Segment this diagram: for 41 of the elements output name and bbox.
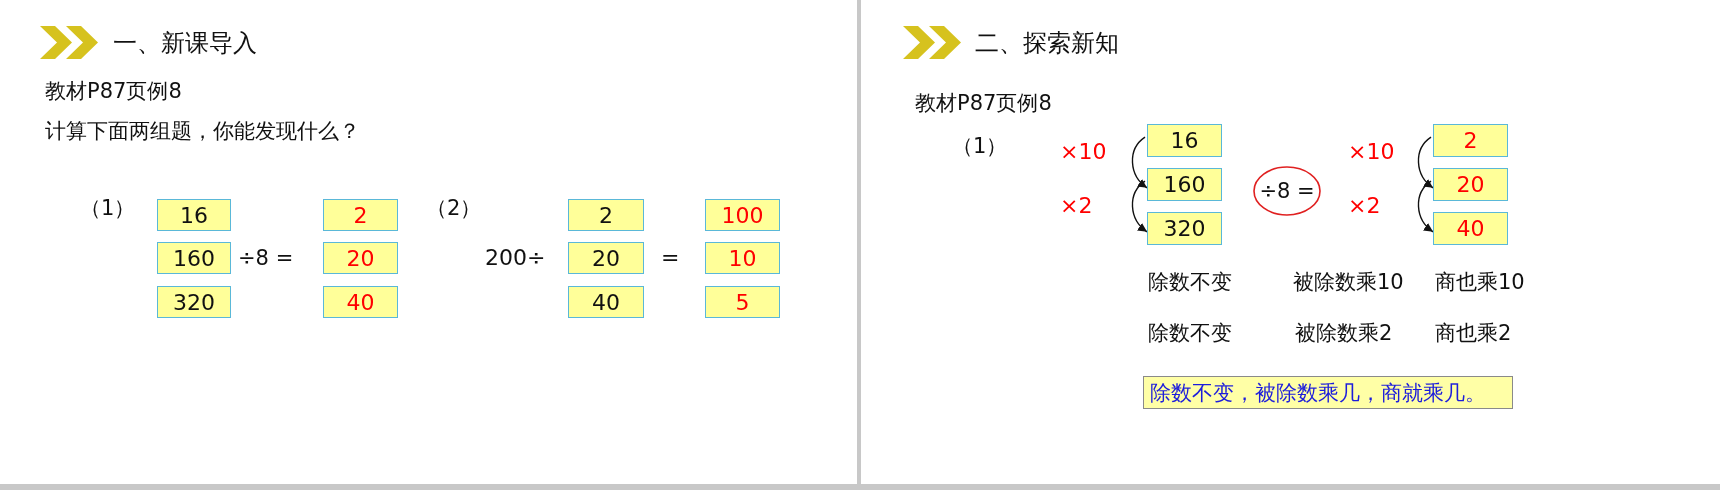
conclusion-box: 除数不变，被除数乘几，商就乘几。 <box>1143 376 1513 409</box>
number-box: 320 <box>1147 212 1222 245</box>
observation-text: 除数不变 <box>1148 268 1232 296</box>
number-box: 320 <box>157 286 231 318</box>
curved-arrow <box>1417 180 1434 233</box>
number-box: 20 <box>1433 168 1508 201</box>
number-box: 5 <box>705 286 780 318</box>
problem-number: （1） <box>80 194 136 222</box>
observation-text: 商也乘10 <box>1435 268 1525 296</box>
section-title: 二、探索新知 <box>975 28 1119 58</box>
question-text: 计算下面两组题，你能发现什么？ <box>45 117 360 145</box>
operator-text: 200÷ <box>485 244 546 272</box>
operator-text: ÷8 = <box>238 244 294 272</box>
observation-text: 被除数乘2 <box>1295 319 1393 347</box>
curved-arrow <box>1131 180 1148 233</box>
curved-arrow <box>1131 136 1148 189</box>
observation-text: 被除数乘10 <box>1293 268 1404 296</box>
number-box: 10 <box>705 242 780 274</box>
observation-text: 商也乘2 <box>1435 319 1512 347</box>
number-box: 20 <box>323 242 398 274</box>
divisor-oval: ÷8 = <box>1253 166 1321 216</box>
operator-text: = <box>661 244 680 272</box>
curved-arrow <box>1417 136 1434 189</box>
number-box: 40 <box>568 286 644 318</box>
section-title: 一、新课导入 <box>113 28 257 58</box>
textbook-reference: 教材P87页例8 <box>45 77 182 105</box>
textbook-reference: 教材P87页例8 <box>915 89 1052 117</box>
number-box: 40 <box>1433 212 1508 245</box>
number-box: 160 <box>1147 168 1222 201</box>
number-box: 16 <box>1147 124 1222 157</box>
number-box: 100 <box>705 199 780 231</box>
problem-number: （2） <box>426 194 482 222</box>
number-box: 2 <box>568 199 644 231</box>
problem-number: （1） <box>952 132 1008 160</box>
number-box: 16 <box>157 199 231 231</box>
number-box: 2 <box>323 199 398 231</box>
observation-text: 除数不变 <box>1148 319 1232 347</box>
number-box: 20 <box>568 242 644 274</box>
number-box: 40 <box>323 286 398 318</box>
number-box: 160 <box>157 242 231 274</box>
number-box: 2 <box>1433 124 1508 157</box>
